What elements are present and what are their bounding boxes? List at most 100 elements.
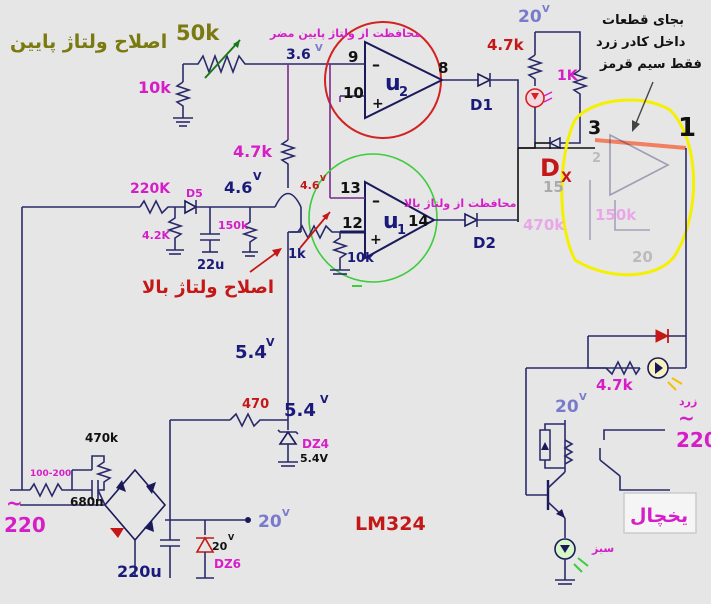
resistor-47k-mid	[279, 139, 297, 176]
label-v54-left: 5.4	[235, 342, 267, 363]
label-1k: 1k	[288, 247, 306, 262]
label-green: سبز	[591, 542, 614, 555]
label-pin-13: 13	[340, 179, 361, 197]
label-guard-high: محافظت از ولتاژ بالا	[404, 197, 516, 210]
label-dx-sub: X	[561, 170, 572, 186]
opamp-u1	[364, 180, 437, 260]
note-arrow	[633, 81, 654, 129]
relay-contacts	[599, 429, 670, 491]
label-220-left: 220	[4, 513, 46, 537]
led-green	[554, 538, 589, 573]
opamp-u2	[364, 40, 445, 120]
label-220k: 220K	[130, 181, 171, 197]
zener-dz6	[195, 520, 215, 579]
label-u2: u	[385, 71, 401, 96]
label-47k-top: 4.7k	[487, 36, 525, 54]
label-n1: 1	[678, 113, 696, 143]
label-20v-relay: 20	[555, 397, 579, 417]
label-10k-mid: 10k	[347, 251, 374, 266]
wire-crossover	[274, 192, 302, 208]
label-note-2: داخل کادر زرد	[596, 35, 686, 50]
label-47k-mid: 4.7k	[233, 142, 272, 161]
diode-d5	[184, 199, 198, 215]
transistor	[546, 471, 566, 519]
svg-text:–: –	[372, 55, 380, 74]
zener-dz4	[277, 420, 299, 467]
label-470: 470	[242, 397, 269, 412]
label-v46-small: 4.6	[300, 179, 320, 192]
label-note-1: بجای قطعات	[602, 13, 684, 28]
label-dz4: DZ4	[302, 437, 329, 451]
label-v36: 3.6	[286, 47, 311, 63]
led-yellow	[647, 357, 683, 391]
label-v36-unit: V	[315, 43, 323, 54]
label-tilde-left: ~	[6, 491, 23, 515]
label-1k-top: 1K	[557, 68, 579, 84]
label-adj-low: اصلاح ولتاژ پایین	[10, 31, 167, 53]
wire-20v-top	[535, 31, 581, 70]
label-680n: 680n	[70, 495, 104, 509]
resistor-10k-mid	[330, 232, 350, 275]
label-u1-sub: 1	[397, 223, 406, 238]
fridge-box	[623, 492, 697, 534]
label-guard-low: محافظت از ولتاژ پایین مضر	[269, 27, 421, 40]
svg-text:+: +	[370, 232, 382, 248]
label-100-200: 100-200	[30, 469, 71, 479]
label-150k: 150k	[218, 219, 249, 232]
label-adj-high: اصلاح ولتاژ بالا	[142, 277, 274, 298]
label-tilde-right: ~	[678, 406, 695, 430]
resistor-1k-top	[571, 69, 589, 128]
resistor-470k	[91, 455, 113, 491]
label-pin-8: 8	[438, 59, 448, 77]
diode-d2	[464, 212, 479, 228]
label-470k-box: 470k	[523, 216, 565, 234]
bridge-rectifier	[103, 468, 167, 542]
led-red	[525, 88, 553, 108]
capacitor-22u	[200, 207, 220, 253]
resistor-470	[229, 412, 288, 428]
red-wire-bypass	[594, 138, 687, 150]
label-lm324: LM324	[355, 513, 426, 535]
label-pot-50k: 50k	[176, 21, 220, 45]
label-150k-box: 150k	[595, 206, 637, 224]
boxed-comparator	[589, 133, 670, 240]
label-d1: D1	[470, 96, 493, 114]
u1-highlight-circle	[308, 153, 438, 283]
label-20v-mid-unit: V	[282, 508, 290, 519]
resistor-47k-led	[526, 360, 641, 376]
pot-1k	[290, 211, 340, 249]
label-v46-small-unit: V	[320, 174, 327, 183]
label-pin-14: 14	[408, 212, 429, 230]
label-47k-led: 4.7k	[596, 376, 634, 394]
relay-coil	[539, 420, 574, 470]
label-u1: u	[383, 209, 399, 234]
label-470k: 470k	[85, 431, 119, 445]
label-220u: 220u	[117, 562, 162, 581]
resistor-10k-left	[173, 81, 193, 127]
pot-50k	[183, 39, 330, 79]
yellow-box	[560, 98, 696, 277]
label-d5: D5	[186, 187, 203, 200]
diode-right	[655, 329, 670, 343]
label-20v-dz6: 20	[212, 540, 228, 553]
label-v46-unit: V	[253, 170, 262, 183]
label-n15: 15	[543, 178, 564, 196]
label-dx: D	[540, 154, 560, 182]
diode-d1	[477, 72, 492, 88]
label-dz4-v: 5.4V	[300, 452, 328, 465]
resistor-220k	[139, 199, 185, 215]
label-fridge: یخچال	[630, 505, 688, 527]
label-20v-relay-unit: V	[579, 392, 587, 403]
label-dz6: DZ6	[214, 557, 241, 571]
label-v46: 4.6	[224, 178, 252, 197]
label-220-right: 220	[676, 428, 711, 452]
label-42k: 4.2K	[142, 229, 170, 242]
label-v54-left-unit: V	[266, 336, 275, 349]
label-10k-left: 10k	[138, 78, 171, 97]
label-pin-12: 12	[342, 214, 363, 232]
svg-text:+: +	[372, 96, 384, 112]
label-pin-10: 10	[343, 84, 364, 102]
label-20v-top-unit: V	[542, 4, 550, 15]
label-20v-dz6-unit: V	[228, 533, 235, 542]
